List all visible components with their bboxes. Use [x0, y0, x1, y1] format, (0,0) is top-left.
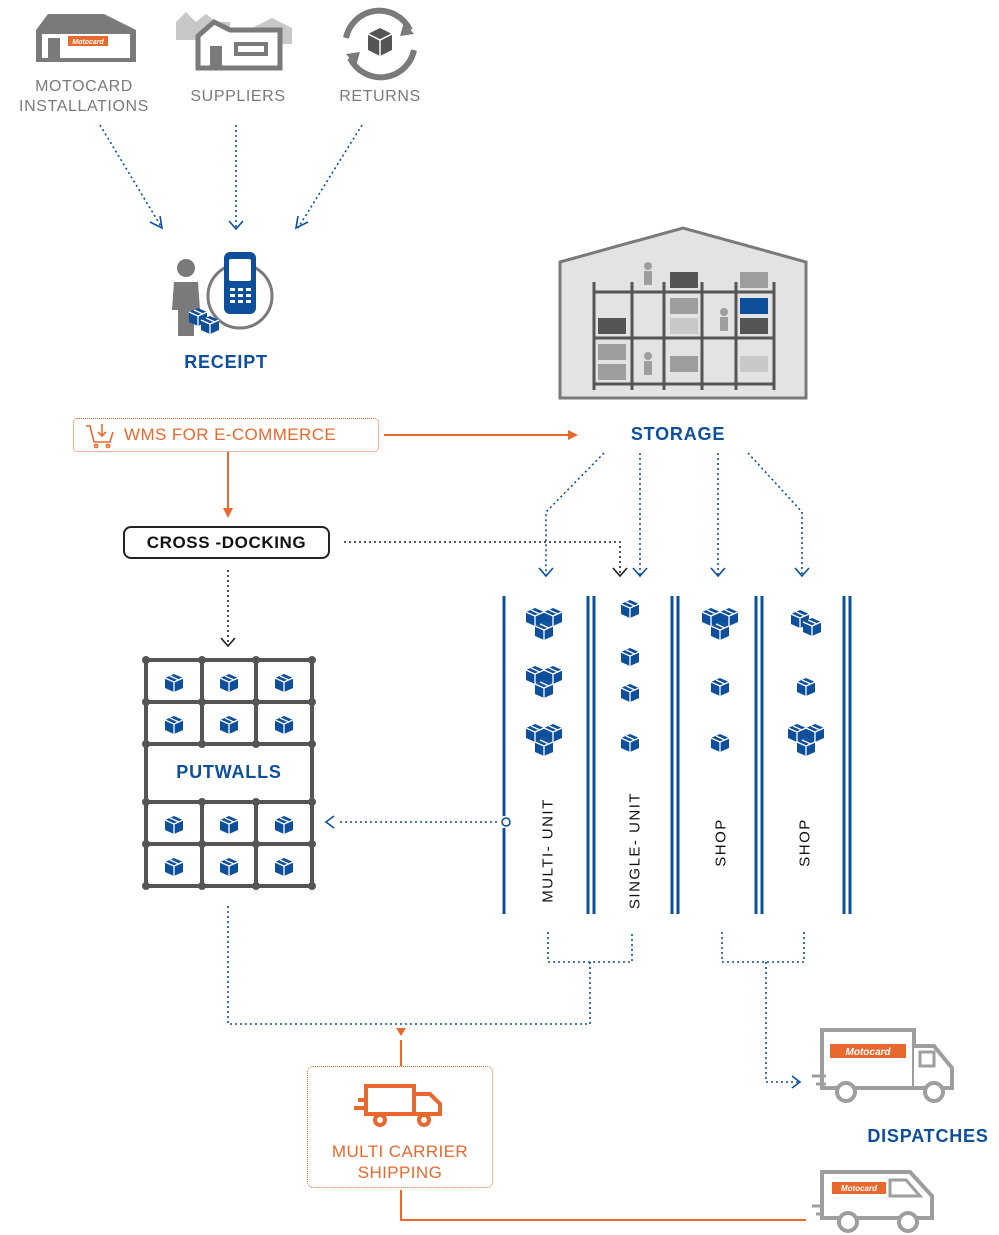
storage-arrowheads — [538, 567, 810, 578]
storage-flow-arrows — [545, 452, 803, 575]
multi-carrier-box — [307, 1066, 493, 1188]
warehouse-building-icon: Motocard — [36, 14, 136, 62]
source-arrowheads — [149, 215, 309, 231]
source-returns-label: RETURNS — [339, 88, 421, 105]
receipt-label: RECEIPT — [184, 352, 268, 372]
storage-label: STORAGE — [630, 424, 726, 444]
delivery-truck-icon — [354, 1084, 442, 1127]
dispatches-label: DISPATCHES — [867, 1126, 989, 1146]
van-icon: Motocard — [812, 1170, 934, 1233]
lane-shop-2-label: SHOP — [796, 818, 814, 867]
source-motocard-line2: INSTALLATIONS — [19, 98, 149, 115]
wms-label: WMS FOR E-COMMERCE — [124, 425, 337, 444]
lane-shop-1-label: SHOP — [712, 818, 730, 867]
crossdock-arrowheads — [220, 567, 628, 648]
lane-single-unit-label: SINGLE- UNIT — [626, 791, 644, 910]
motocard-logo-text: Motocard — [72, 39, 104, 46]
putwall-grid — [142, 656, 316, 890]
multi-carrier-line2: SHIPPING — [357, 1163, 443, 1182]
cross-docking-box: CROSS -DOCKING — [123, 526, 330, 559]
multi-carrier-label: MULTI CARRIER SHIPPING — [307, 1141, 493, 1183]
lane-rails — [502, 596, 852, 914]
crossdock-flow-arrows — [227, 541, 621, 645]
returns-cycle-icon — [343, 7, 417, 81]
cart-download-icon — [86, 424, 114, 449]
van-logo-text: Motocard — [841, 1184, 878, 1193]
putwalls-label: PUTWALLS — [176, 762, 282, 782]
multi-carrier-line1: MULTI CARRIER — [331, 1142, 469, 1161]
wms-to-crossdock-arrow — [223, 452, 233, 518]
source-flow-arrows — [99, 124, 363, 229]
multiunit-to-putwall-arrow — [324, 815, 511, 829]
source-motocard-label: MOTOCARD INSTALLATIONS — [10, 77, 158, 117]
truck-logo-text: Motocard — [846, 1047, 892, 1058]
branded-truck-icon: Motocard — [812, 1028, 954, 1103]
multicarrier-to-van-line — [400, 1190, 806, 1221]
lane-multi-unit-label: MULTI- UNIT — [539, 798, 557, 903]
source-suppliers-label: SUPPLIERS — [190, 88, 286, 105]
cross-docking-label: CROSS -DOCKING — [146, 532, 307, 552]
supplier-buildings-icon — [176, 12, 292, 71]
wms-to-storage-arrow — [384, 430, 578, 440]
dispatch-arrowhead — [791, 1075, 802, 1089]
lane-boxes — [526, 599, 824, 756]
wms-box — [73, 418, 379, 452]
to-multicarrier-arrow — [396, 1028, 406, 1066]
operator-with-scanner-icon — [172, 252, 274, 336]
warehouse-racks-icon — [558, 226, 808, 400]
lane-output-connectors — [227, 906, 805, 1083]
source-motocard-line1: MOTOCARD — [35, 78, 133, 95]
